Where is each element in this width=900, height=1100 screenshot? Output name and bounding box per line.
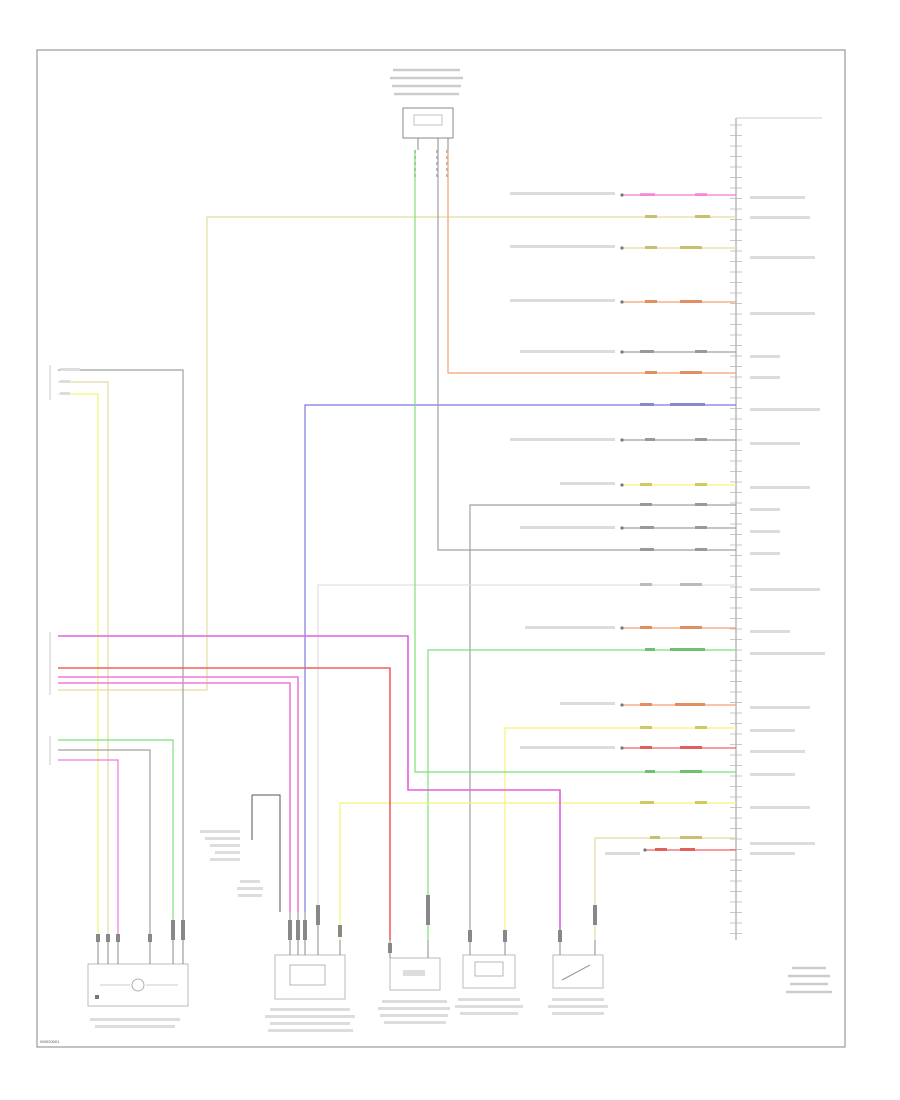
left-connector-lower	[49, 736, 174, 940]
terminal-dots	[96, 895, 597, 953]
engine-control-module-connector	[730, 117, 832, 994]
ecm-circuits	[58, 150, 736, 940]
ecm-circuit-label-bars	[510, 192, 825, 855]
throttle-body-motor	[87, 940, 189, 1028]
left-connector-middle	[49, 632, 561, 940]
left-component-label-bars	[200, 830, 263, 897]
accelerator-pedal-sensor	[390, 68, 463, 180]
camshaft-sensor	[455, 940, 523, 1015]
ecm-connector-dots	[620, 193, 647, 852]
pressure-switch	[548, 940, 608, 1015]
diagram-frame	[36, 49, 846, 1048]
map-sensor	[251, 794, 355, 1032]
left-connector-upper	[49, 365, 184, 940]
wire-color-code-marks	[640, 193, 710, 851]
frame-code: W0020001	[40, 1039, 60, 1044]
purge-solenoid	[378, 940, 450, 1024]
